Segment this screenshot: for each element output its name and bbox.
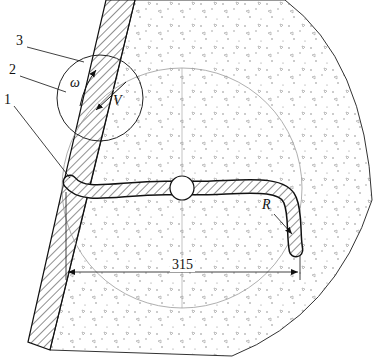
velocity-label: V — [113, 94, 122, 108]
callout-number: 1 — [4, 93, 11, 107]
radius-label: R — [262, 198, 271, 212]
dimension-value: 315 — [170, 258, 195, 272]
angular-velocity-label: ω — [70, 76, 80, 90]
callout-number: 2 — [9, 63, 16, 77]
callout-number: 3 — [16, 34, 23, 48]
